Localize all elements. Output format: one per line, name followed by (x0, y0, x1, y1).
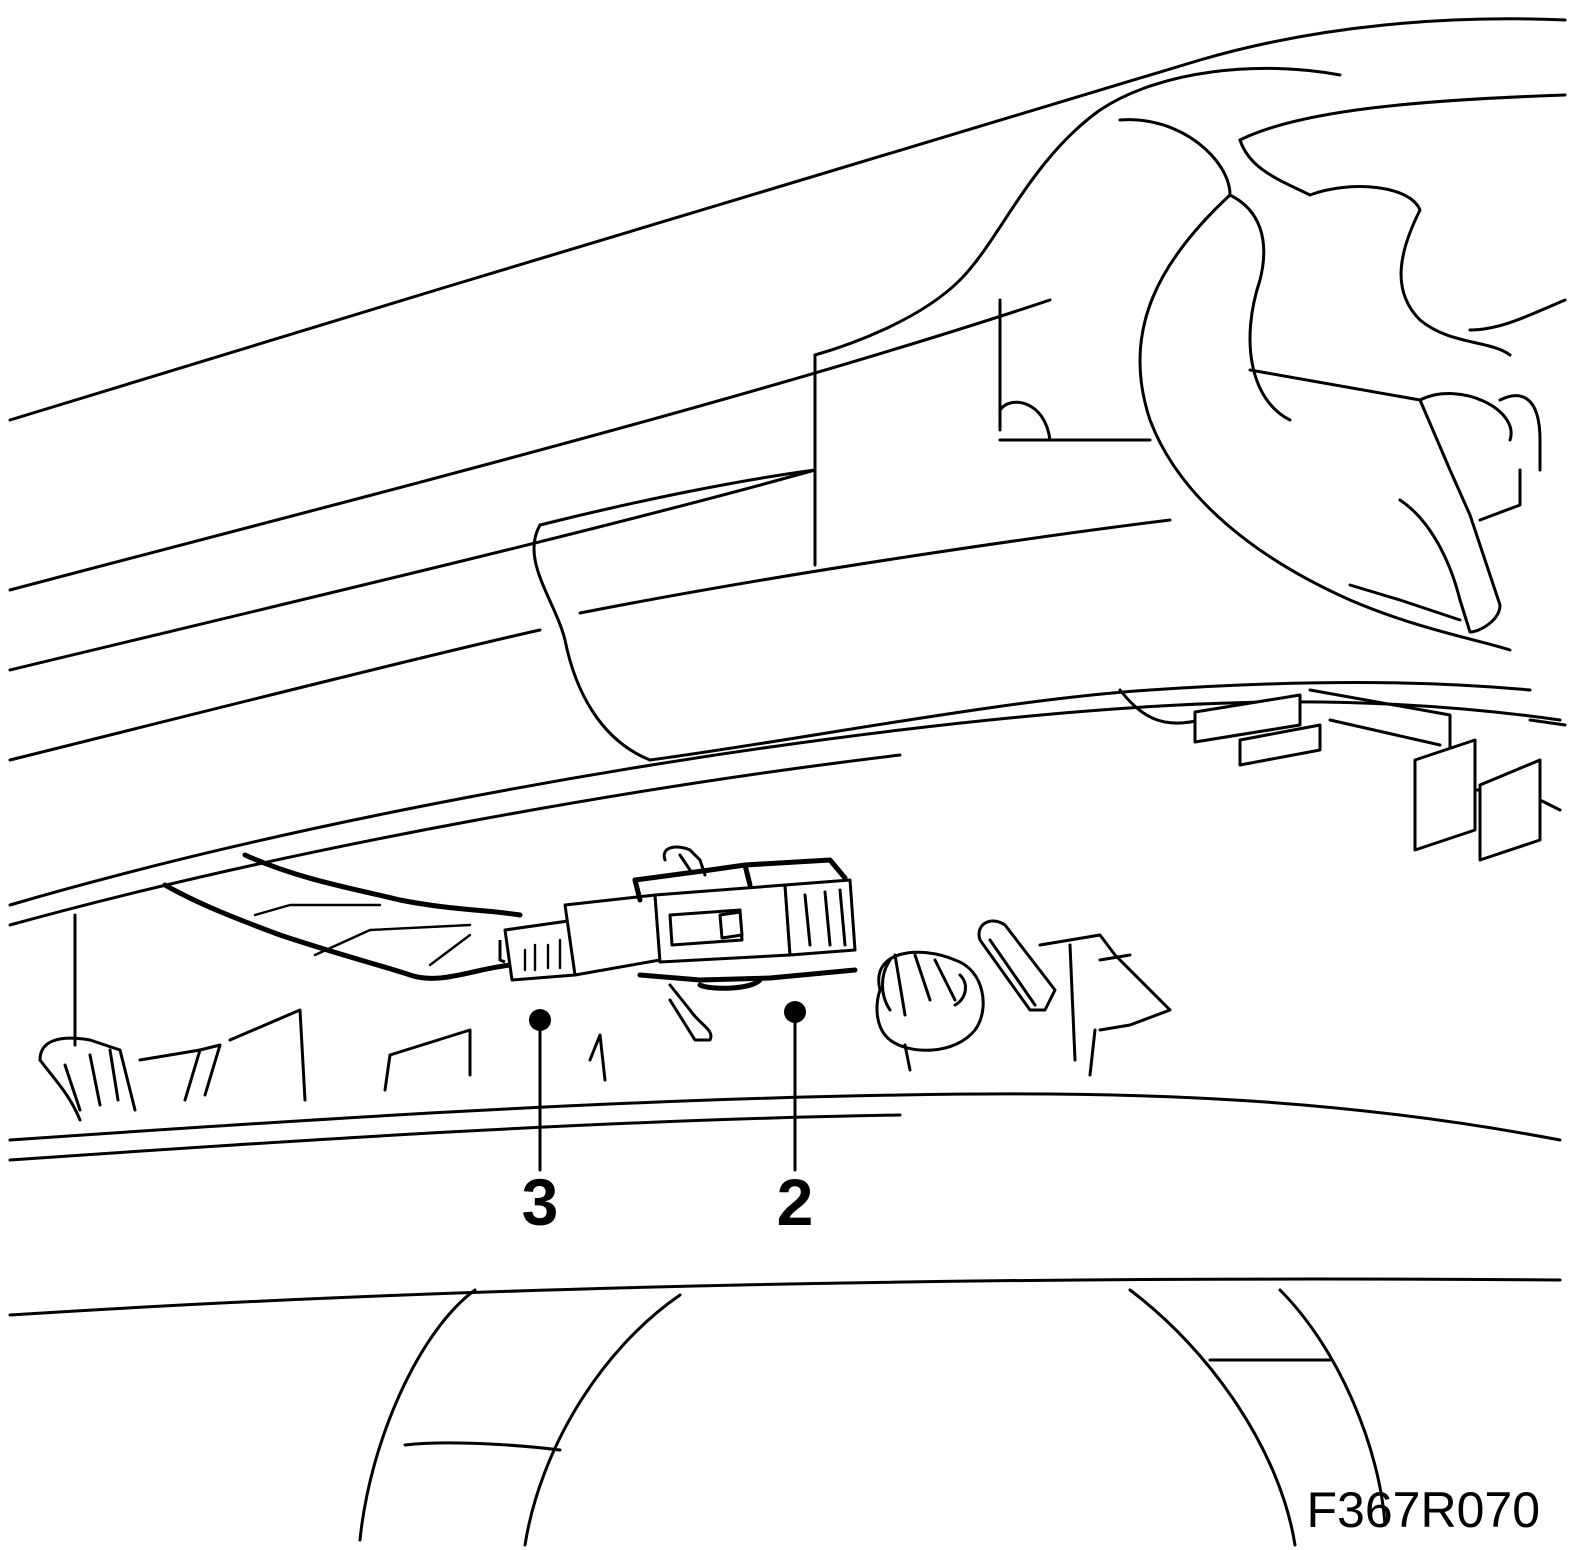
right-mounting-bracket (977, 919, 1172, 1077)
handle-body (532, 66, 1532, 762)
figure-id: F367R070 (1307, 1482, 1541, 1538)
wheel-arch (358, 1288, 1387, 1547)
callout-2: 2 (777, 1001, 814, 1239)
right-clip-brackets (1118, 688, 1567, 862)
upper-right-mechanism (1228, 93, 1567, 634)
lower-panel-lines (8, 1092, 1562, 1317)
callout-label: 2 (777, 1165, 814, 1239)
callout-label: 3 (522, 1165, 559, 1239)
connector-assembly (498, 845, 858, 1042)
roof-rail-outline (8, 17, 1567, 927)
callout-3: 3 (522, 1009, 559, 1239)
push-pin-clip (875, 950, 985, 1072)
wire-harness (162, 852, 523, 981)
left-lower-clips (38, 913, 607, 1122)
